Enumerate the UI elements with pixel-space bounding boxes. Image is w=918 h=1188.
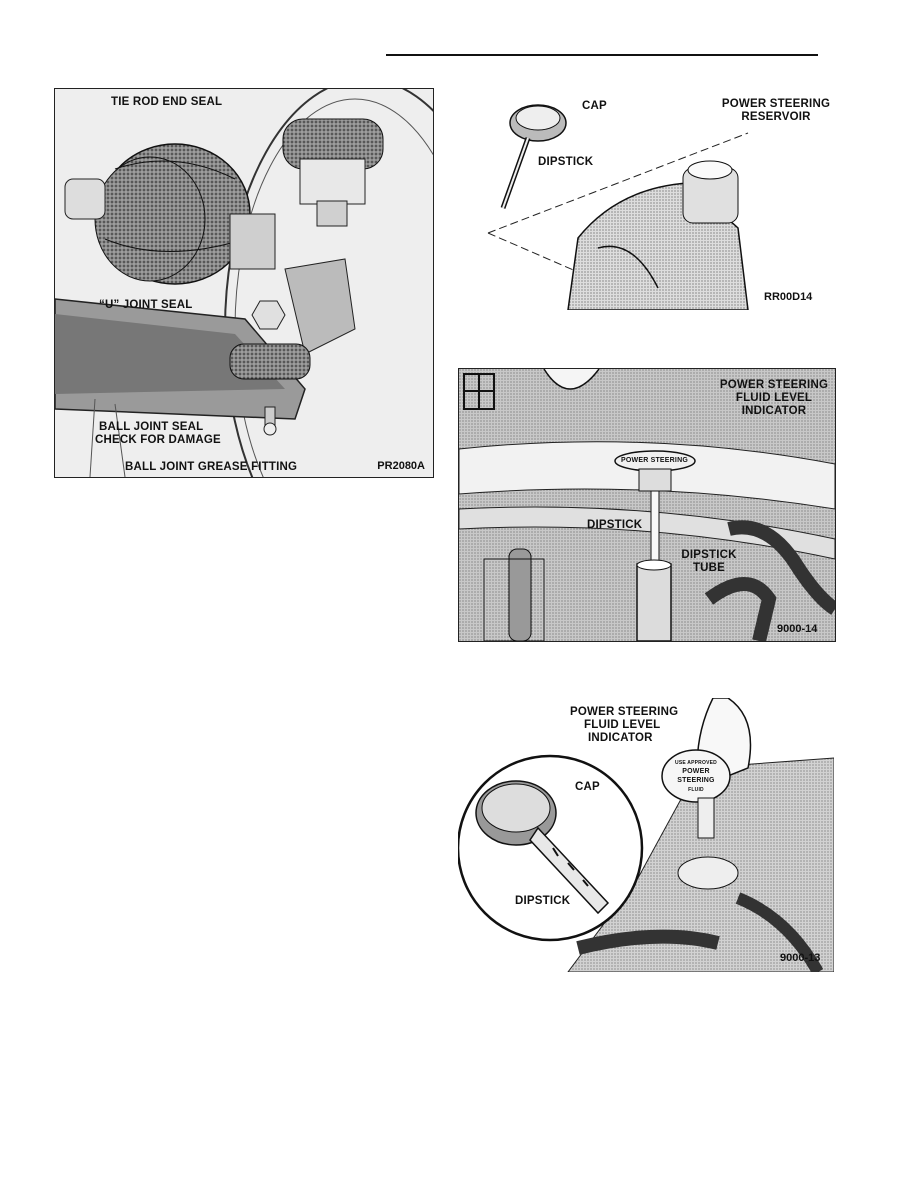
label-indicator-line1: POWER STEERING	[719, 379, 829, 391]
label-dipstick: DIPSTICK	[515, 895, 571, 907]
label-indicator-line3: INDICATOR	[588, 732, 653, 744]
figure-fluid-level-indicator: POWER STEERING FLUID LEVEL INDICATOR POW…	[458, 368, 836, 642]
label-tube-line2: TUBE	[692, 562, 726, 574]
label-reservoir-line2: RESERVOIR	[741, 111, 811, 123]
reservoir-illustration	[487, 104, 749, 310]
figure-cap-dipstick-detail: POWER STEERING FLUID LEVEL INDICATOR USE…	[458, 698, 834, 972]
label-ball-joint-grease-fitting: BALL JOINT GREASE FITTING	[125, 461, 298, 473]
figure-suspension-seals: TIE ROD END SEAL “U” JOINT SEAL BALL JOI…	[54, 88, 434, 478]
label-reservoir-line1: POWER STEERING	[721, 98, 831, 110]
label-indicator-line2: FLUID LEVEL	[735, 392, 813, 404]
label-check-for-damage: CHECK FOR DAMAGE	[95, 434, 221, 446]
cap-dipstick-illustration	[458, 698, 834, 972]
indicator-illustration	[459, 369, 835, 641]
label-u-joint-seal: “U” JOINT SEAL	[99, 299, 193, 311]
label-indicator-line1: POWER STEERING	[570, 706, 679, 718]
label-tube-line1: DIPSTICK	[681, 549, 737, 561]
label-ball-joint-seal: BALL JOINT SEAL	[99, 421, 204, 433]
label-cap-text-4: FLUID	[688, 787, 704, 793]
label-tie-rod-end-seal: TIE ROD END SEAL	[111, 96, 223, 108]
figure-reservoir-dipstick: CAP DIPSTICK POWER STEERING RESERVOIR RR…	[458, 88, 834, 310]
label-dipstick: DIPSTICK	[587, 519, 643, 531]
label-cap: CAP	[582, 100, 607, 112]
label-indicator-line3: INDICATOR	[741, 405, 807, 417]
label-cap-text-2: POWER	[682, 768, 710, 775]
label-cap: CAP	[575, 781, 600, 793]
label-dipstick: DIPSTICK	[538, 156, 594, 168]
figure-code: 9000-14	[777, 623, 818, 635]
figure-code: 9000-13	[780, 952, 821, 964]
suspension-illustration	[55, 89, 433, 477]
label-indicator-line2: FLUID LEVEL	[584, 719, 661, 731]
label-cap-text-1: USE APPROVED	[675, 760, 717, 766]
label-cap-text-3: STEERING	[677, 777, 715, 784]
figure-code: RR00D14	[764, 291, 813, 303]
header-rule	[386, 54, 818, 56]
label-cap-text: POWER STEERING	[621, 457, 688, 464]
figure-code: PR2080A	[377, 460, 425, 472]
